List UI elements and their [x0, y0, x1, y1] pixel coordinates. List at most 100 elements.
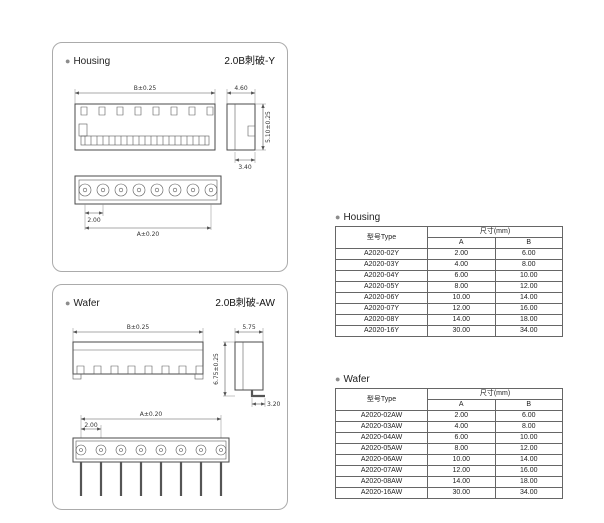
- table-cell-b: 8.00: [494, 421, 563, 433]
- dim-label-housing-a: A±0.20: [137, 231, 160, 238]
- housing-part-number: 2.0B刺破-Y: [224, 56, 275, 67]
- wafer-side-view: 5.75 6.75±0.25 3.20: [213, 324, 281, 408]
- table-cell-b: 12.00: [494, 443, 563, 455]
- dim-label-wafer-top: 5.75: [242, 324, 256, 331]
- housing-latch-slots: [80, 106, 214, 116]
- wafer-bottom-view: A±0.20 2.00: [72, 411, 230, 496]
- dim-label-housing-top: 4.60: [234, 85, 248, 92]
- housing-panel-header: ● Housing 2.0B刺破-Y: [53, 43, 287, 67]
- housing-col-header-b: B: [494, 237, 563, 249]
- table-cell-a: 14.00: [427, 476, 496, 488]
- table-cell-a: 12.00: [427, 465, 496, 477]
- table-cell-b: 10.00: [494, 432, 563, 444]
- wafer-terminal-bumps: [76, 365, 204, 375]
- housing-table-title-text: Housing: [343, 212, 381, 223]
- table-cell-a: 6.00: [427, 432, 496, 444]
- wafer-col-header-a: A: [427, 399, 496, 411]
- dim-label-wafer-pitch: 2.00: [84, 422, 98, 429]
- housing-col-header-type: 型号Type: [335, 226, 428, 249]
- table-cell-a: 30.00: [427, 487, 496, 499]
- table-cell-a: 6.00: [427, 270, 496, 282]
- table-cell-type: A2020-02AW: [335, 410, 428, 422]
- dim-label-wafer-height: 6.75±0.25: [213, 353, 220, 385]
- bullet-icon: ●: [335, 374, 341, 384]
- wafer-panel-title: Wafer: [73, 298, 100, 309]
- table-cell-b: 6.00: [494, 248, 563, 260]
- bullet-icon: ●: [335, 212, 341, 222]
- table-cell-a: 30.00: [427, 325, 496, 337]
- table-cell-a: 4.00: [427, 421, 496, 433]
- table-cell-a: 8.00: [427, 443, 496, 455]
- table-cell-b: 34.00: [494, 325, 563, 337]
- housing-col-header-a: A: [427, 237, 496, 249]
- table-cell-b: 18.00: [494, 314, 563, 326]
- wafer-front-view: B±0.25: [72, 324, 204, 380]
- table-cell-a: 2.00: [427, 248, 496, 260]
- wafer-col-header-b: B: [494, 399, 563, 411]
- table-cell-b: 10.00: [494, 270, 563, 282]
- table-cell-type: A2020-06AW: [335, 454, 428, 466]
- wafer-solder-pins: [79, 462, 223, 496]
- table-cell-type: A2020-07AW: [335, 465, 428, 477]
- table-cell-type: A2020-07Y: [335, 303, 428, 315]
- table-cell-b: 6.00: [494, 410, 563, 422]
- table-cell-a: 8.00: [427, 281, 496, 293]
- housing-bottom-view: 2.00 A±0.20: [74, 175, 222, 238]
- table-cell-b: 14.00: [494, 454, 563, 466]
- table-cell-b: 16.00: [494, 303, 563, 315]
- table-cell-a: 12.00: [427, 303, 496, 315]
- table-cell-b: 16.00: [494, 465, 563, 477]
- dim-label-wafer-b: B±0.25: [127, 324, 150, 331]
- table-cell-a: 2.00: [427, 410, 496, 422]
- table-cell-a: 10.00: [427, 292, 496, 304]
- wafer-table-title: ● Wafer: [335, 374, 563, 385]
- dim-label-housing-b: B±0.25: [134, 85, 157, 92]
- table-cell-type: A2020-03AW: [335, 421, 428, 433]
- bullet-icon: ●: [65, 56, 71, 66]
- bullet-icon: ●: [65, 298, 71, 308]
- housing-front-view: B±0.25: [74, 85, 216, 151]
- table-cell-b: 8.00: [494, 259, 563, 271]
- table-cell-type: A2020-05AW: [335, 443, 428, 455]
- table-cell-type: A2020-08Y: [335, 314, 428, 326]
- wafer-panel-header: ● Wafer 2.0B刺破-AW: [53, 285, 287, 309]
- table-cell-type: A2020-04Y: [335, 270, 428, 282]
- table-cell-a: 14.00: [427, 314, 496, 326]
- table-cell-type: A2020-05Y: [335, 281, 428, 293]
- table-cell-b: 34.00: [494, 487, 563, 499]
- housing-technical-drawing: B±0.25 4.60 5.10±0.25: [74, 85, 272, 238]
- table-cell-type: A2020-16AW: [335, 487, 428, 499]
- table-cell-b: 14.00: [494, 292, 563, 304]
- dim-label-housing-pitch: 2.00: [87, 217, 101, 224]
- housing-serration-hatch: [84, 136, 206, 145]
- table-cell-type: A2020-16Y: [335, 325, 428, 337]
- table-cell-type: A2020-03Y: [335, 259, 428, 271]
- housing-side-view: 4.60 5.10±0.25 3.40: [226, 85, 272, 171]
- table-cell-type: A2020-04AW: [335, 432, 428, 444]
- housing-col-header-size: 尺寸(mm): [427, 226, 563, 238]
- wafer-col-header-size: 尺寸(mm): [427, 388, 563, 400]
- housing-drawing-panel: ● Housing 2.0B刺破-Y B±0.25: [52, 42, 288, 272]
- dim-label-wafer-depth: 3.20: [267, 401, 281, 408]
- table-cell-type: A2020-02Y: [335, 248, 428, 260]
